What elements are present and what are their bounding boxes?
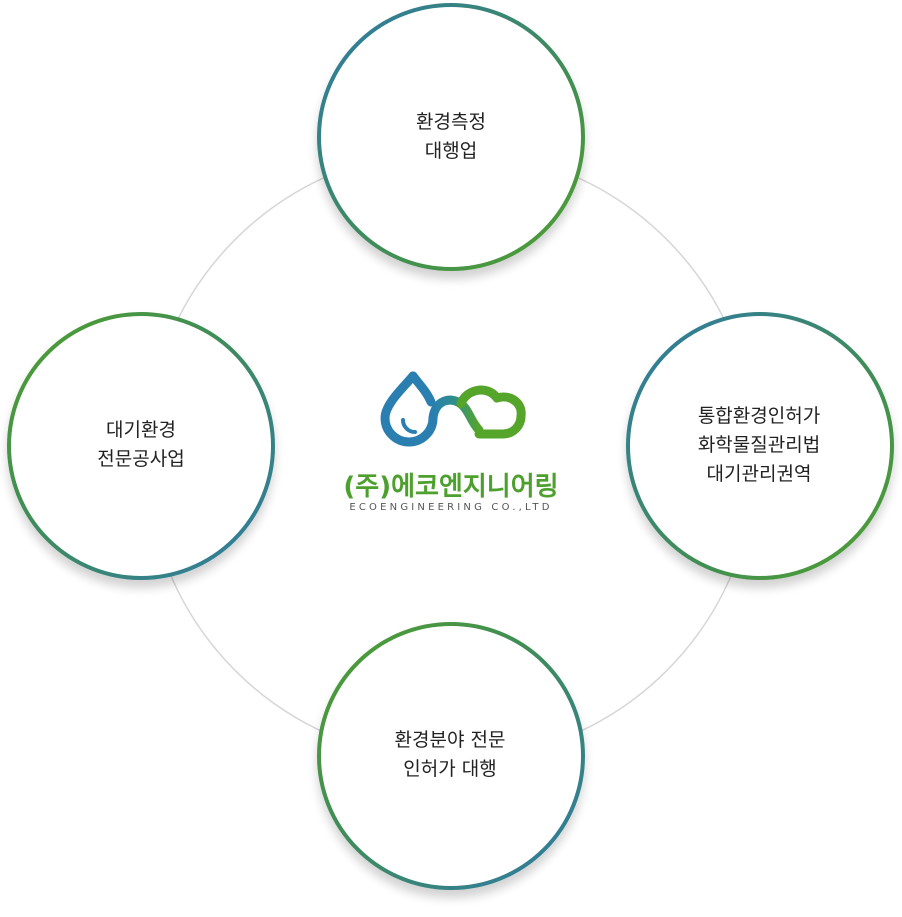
water-drop-cloud-icon (380, 371, 526, 447)
node-label: 환경분야 전문 인허가 대행 (394, 729, 506, 780)
node-ring-left (7, 312, 275, 580)
node-ring-bottom (317, 622, 585, 890)
node-ring-top (317, 3, 585, 271)
node-label: 통합환경인허가 화학물질관리법 대기관리권역 (697, 404, 821, 485)
node-ring-right (626, 312, 894, 580)
service-node-permit-agency[interactable]: 환경분야 전문 인허가 대행 (317, 622, 583, 888)
company-logo: (주)에코엔지니어링 ECOENGINEERING CO.,LTD (320, 370, 582, 520)
service-node-integrated-permit[interactable]: 통합환경인허가 화학물질관리법 대기관리권역 (626, 312, 892, 578)
company-name: (주)에코엔지니어링 (343, 472, 559, 502)
service-node-environmental-measurement[interactable]: 환경측정 대행업 (318, 4, 584, 270)
node-label: 대기환경 전문공사업 (97, 419, 185, 470)
company-name-english: ECOENGINEERING CO.,LTD (349, 502, 553, 513)
node-label: 환경측정 대행업 (416, 111, 486, 162)
service-node-air-environment-construction[interactable]: 대기환경 전문공사업 (8, 312, 274, 578)
